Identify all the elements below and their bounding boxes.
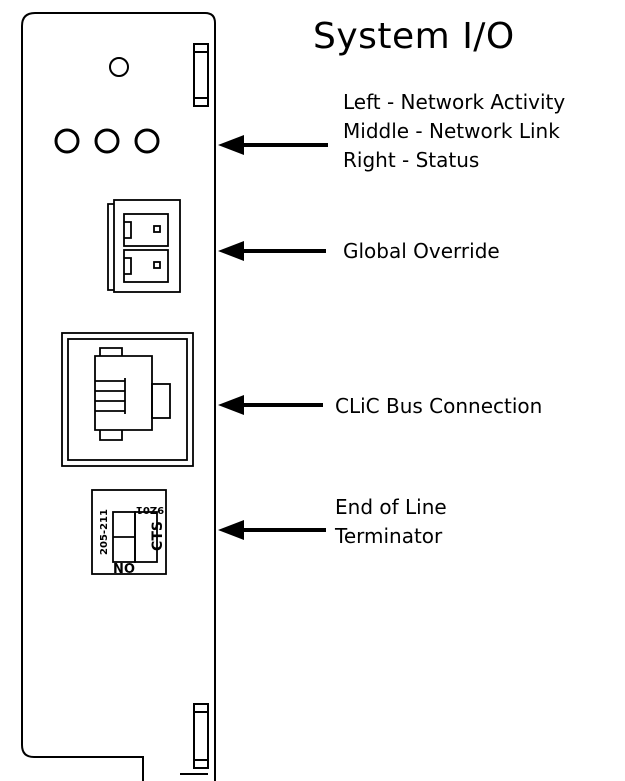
- led-callout: Left - Network Activity Middle - Network…: [343, 88, 565, 175]
- led-middle-label: Middle - Network Link: [343, 119, 560, 143]
- led-network-link-icon: [94, 128, 120, 154]
- mounting-hole-icon: [109, 57, 129, 77]
- on-label: ON: [113, 559, 135, 574]
- global-override-label: Global Override: [343, 239, 500, 263]
- top-rail-clip: [193, 43, 209, 107]
- bus-connection-label: CLiC Bus Connection: [335, 394, 543, 418]
- eol-line-1: End of Line: [335, 495, 447, 519]
- global-override-connector: [107, 199, 181, 293]
- eol-line-2: Terminator: [335, 524, 443, 548]
- part-number-label: 205-211: [99, 509, 110, 555]
- clic-bus-connector: [61, 332, 194, 467]
- diagram-title: System I/O: [313, 16, 515, 57]
- eol-callout: End of Line Terminator: [335, 493, 447, 551]
- eol-terminator-switch: [91, 489, 167, 575]
- led-status-icon: [134, 128, 160, 154]
- arrow-global-override: [218, 241, 326, 261]
- bottom-rail-clip: [180, 703, 209, 775]
- card-outline: [21, 12, 216, 781]
- cts-label: CTS: [150, 521, 166, 551]
- arrow-leds: [218, 135, 328, 155]
- switch-top-label: 9Z01: [136, 504, 164, 515]
- led-network-activity-icon: [54, 128, 80, 154]
- arrow-eol: [218, 520, 326, 540]
- led-right-label: Right - Status: [343, 148, 480, 172]
- arrow-bus: [218, 395, 323, 415]
- led-left-label: Left - Network Activity: [343, 90, 566, 114]
